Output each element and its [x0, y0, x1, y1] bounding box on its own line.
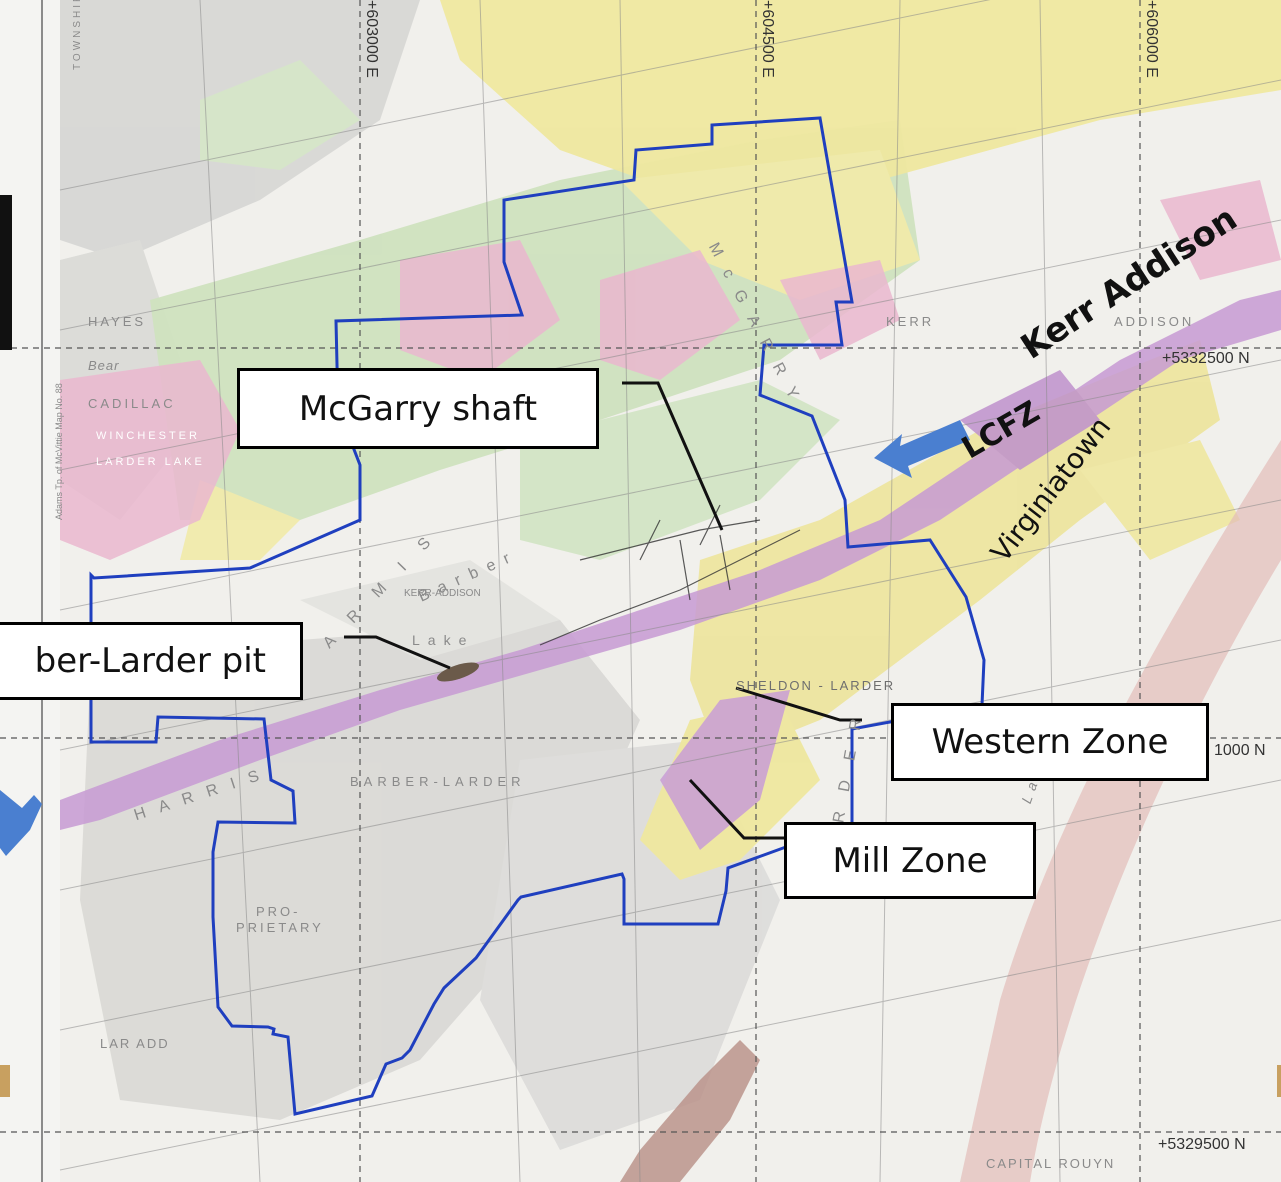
left-margin-strip	[0, 0, 60, 1182]
lot-grid	[59, 0, 1281, 1182]
label-sheldon-larder: SHELDON - LARDER	[736, 678, 896, 693]
label-pro: PRO-	[256, 904, 301, 919]
northing-label-5329500: +5329500 N	[1158, 1136, 1246, 1153]
label-cadillac: CADILLAC	[88, 396, 176, 411]
label-lake: Lake	[412, 632, 475, 648]
label-larder-lake: LARDER LAKE	[96, 456, 205, 468]
right-edge-mark	[1277, 1065, 1281, 1097]
label-addison: ADDISON	[1114, 314, 1195, 329]
label-capital-rouyn: CAPITAL ROUYN	[986, 1156, 1116, 1171]
label-prietary: PRIETARY	[236, 920, 324, 935]
northing-label-1000: 1000 N	[1214, 742, 1266, 759]
label-kerr-addison-small: KERR-ADDISON	[404, 588, 481, 599]
easting-label-603000: +603000 E	[363, 0, 380, 78]
callout-western-zone: Western Zone	[891, 703, 1209, 781]
left-edge-mark	[0, 1065, 10, 1097]
label-township: TOWNSHIP	[72, 0, 83, 70]
callout-mill-zone: Mill Zone	[784, 822, 1036, 899]
callout-barber-larder-pit: ber-Larder pit	[0, 622, 303, 700]
property-boundary	[89, 116, 986, 1116]
label-bear: Bear	[88, 358, 120, 373]
left-edge-bar	[0, 195, 12, 350]
label-lar-add: LAR ADD	[100, 1036, 170, 1051]
label-kerr: KERR	[886, 314, 935, 329]
easting-label-606000: +606000 E	[1143, 0, 1160, 78]
easting-label-604500: +604500 E	[759, 0, 776, 78]
left-arrow-icon	[0, 790, 42, 856]
pink-units	[60, 180, 1281, 560]
label-hayes: HAYES	[88, 314, 147, 329]
label-winchester: WINCHESTER	[96, 430, 200, 442]
lcfz-arrow-icon	[874, 420, 970, 478]
right-arc-unit	[960, 440, 1281, 1182]
label-barber-larder-twp: BARBER-LARDER	[350, 774, 526, 789]
mine-workings	[539, 504, 801, 646]
leader-lines	[344, 381, 862, 840]
northing-label-5332500: +5332500 N	[1162, 350, 1250, 367]
open-pit	[436, 662, 480, 682]
callout-mcgarry-shaft: McGarry shaft	[237, 368, 599, 449]
purple-belt	[60, 290, 1281, 850]
label-adams: Adams Tp. of McVittie Map No. 88	[54, 383, 64, 520]
lake-shape	[620, 1040, 760, 1182]
